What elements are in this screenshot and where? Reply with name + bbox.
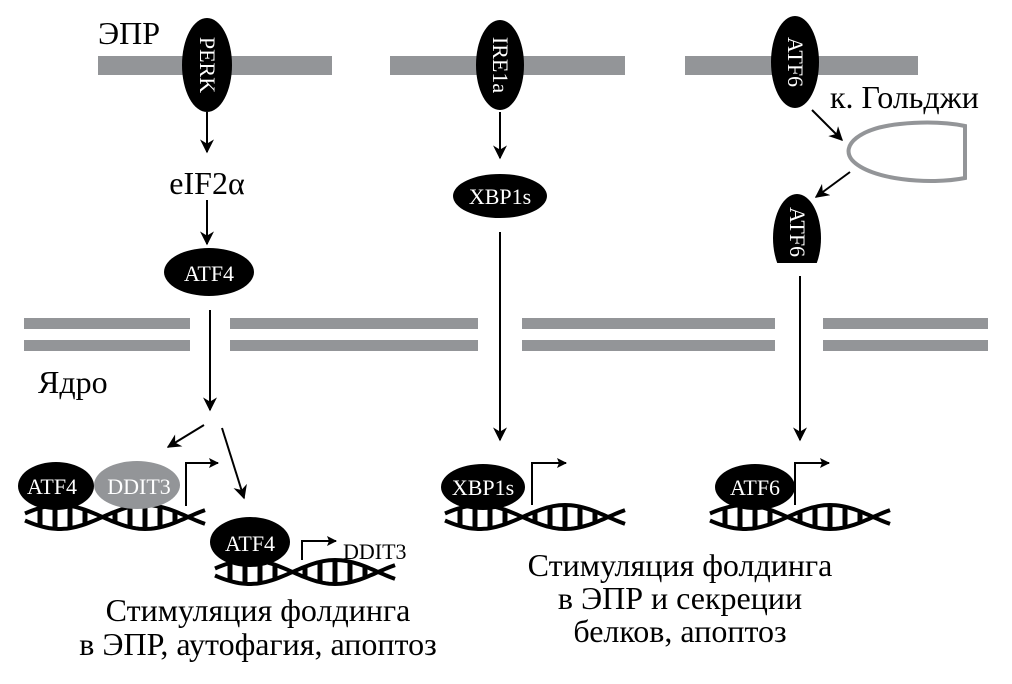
- arrow-atf4-ddit3-gene: [221, 427, 247, 500]
- perk-label: PERK: [195, 37, 220, 93]
- dna-strand: [24, 502, 206, 531]
- nucleus-label: Ядро: [38, 364, 108, 400]
- ddit3-protein-label: DDIT3: [107, 474, 171, 499]
- promoter-arrow-icon: [185, 458, 219, 506]
- ire1a-protein: IRE1a: [476, 20, 524, 110]
- arrow-atf4-complex: [166, 424, 205, 448]
- atf6-er-protein: ATF6: [771, 16, 819, 108]
- xbp1s-label: XBP1s: [452, 475, 514, 500]
- promoter-arrow-icon: [794, 458, 830, 505]
- atf4-label: ATF4: [225, 531, 275, 556]
- caption-middle-line3: белков, апоптоз: [573, 613, 786, 649]
- perk-protein: PERK: [182, 18, 232, 112]
- atf4-label: ATF4: [184, 261, 234, 286]
- caption-left-line2: в ЭПР, аутофагия, апоптоз: [79, 626, 436, 662]
- atf6-label: ATF6: [730, 475, 780, 500]
- arrow-golgi-atf6: [814, 171, 851, 198]
- caption-left-line1: Стимуляция фолдинга: [106, 592, 411, 628]
- promoter-arrow-icon: [531, 458, 567, 505]
- xbp1s-cytoplasm: XBP1s: [453, 174, 547, 218]
- caption-middle-line2: в ЭПР и секреции: [558, 580, 802, 616]
- xbp1s-on-dna: XBP1s: [441, 464, 525, 510]
- caption-middle-line1: Стимуляция фолдинга: [528, 547, 833, 583]
- dna-strand: [444, 502, 626, 531]
- dna-strand: [709, 502, 891, 531]
- xbp1s-label: XBP1s: [469, 184, 531, 209]
- golgi-label: к. Гольджи: [830, 79, 979, 115]
- atf4-on-dna: ATF4: [210, 517, 290, 567]
- atf6-er-label: ATF6: [783, 37, 808, 87]
- dna-strand: [214, 557, 396, 586]
- atf6-cleaved: ATF6: [773, 194, 821, 263]
- atf6-on-dna: ATF6: [715, 464, 795, 510]
- dna-helix-xbp1s: [444, 502, 626, 532]
- atf4-ddit3-complex: ATF4 DDIT3: [18, 461, 180, 510]
- nuclear-membrane: [24, 318, 988, 351]
- atf4-cytoplasm: ATF4: [164, 248, 254, 296]
- arrow-atf6-golgi: [811, 109, 843, 141]
- ddit3-gene-label: DDIT3: [343, 539, 407, 564]
- ire1a-label: IRE1a: [488, 37, 513, 93]
- eif2a-label: eIF2α: [169, 165, 245, 201]
- dna-helix-atf6: [709, 502, 891, 532]
- er-label: ЭПР: [98, 15, 160, 51]
- promoter-arrow-icon: [301, 536, 337, 560]
- atf4-label: ATF4: [27, 474, 77, 499]
- golgi-apparatus: [846, 120, 967, 183]
- atf6-cleaved-label: ATF6: [785, 207, 810, 257]
